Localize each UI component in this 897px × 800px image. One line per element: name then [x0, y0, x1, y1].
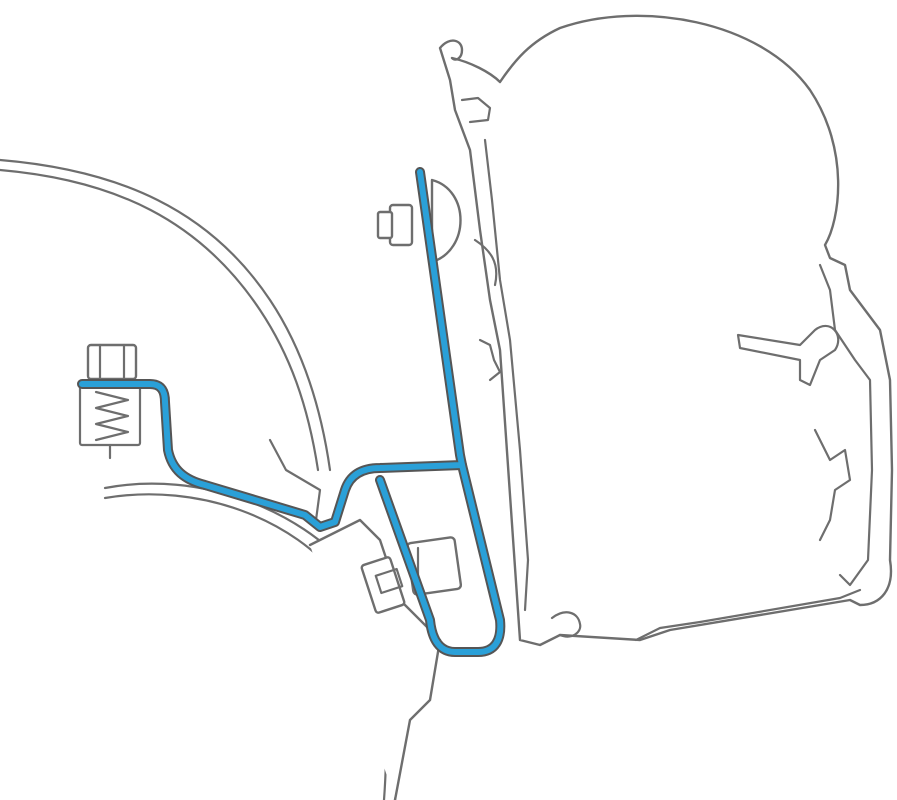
awning-cassette-profile	[438, 14, 894, 647]
vehicle-body-roof-outline	[0, 158, 332, 522]
left-mounting-bolt	[78, 343, 142, 460]
adapter-clamp-nut	[360, 556, 406, 614]
mounting-adapter-bracket	[77, 167, 506, 657]
vehicle-gutter-outline	[103, 482, 442, 800]
